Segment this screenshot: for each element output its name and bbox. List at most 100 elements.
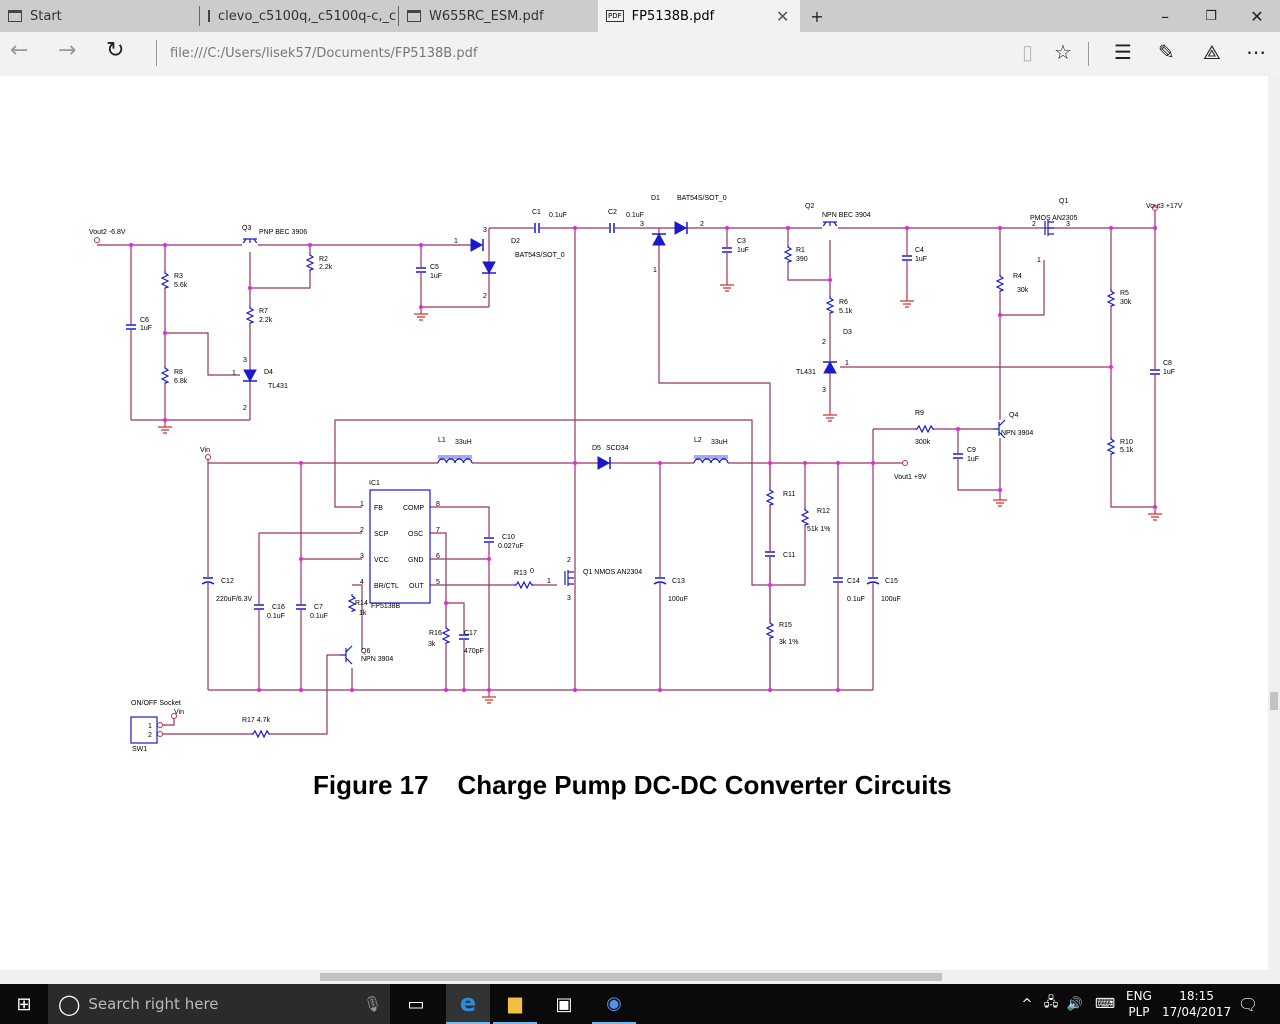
windows-start-icon[interactable]: ⊞ bbox=[16, 993, 32, 1015]
label: 100uF bbox=[668, 596, 688, 603]
label: D4 bbox=[264, 369, 273, 376]
capacitor-c17 bbox=[459, 634, 469, 640]
network-icon[interactable]: 🖧 bbox=[1043, 995, 1059, 1010]
resistor-r12 bbox=[800, 508, 810, 526]
symbol-stroke bbox=[514, 580, 533, 590]
pin-number: 3 bbox=[822, 387, 826, 394]
edge-icon[interactable]: e bbox=[446, 984, 490, 1024]
store-icon[interactable]: ▣ bbox=[555, 993, 573, 1015]
capacitor-c3 bbox=[722, 247, 732, 253]
vertical-scrollbar[interactable] bbox=[1268, 76, 1280, 984]
label: NPN 3904 bbox=[361, 656, 393, 663]
symbol-stroke bbox=[674, 221, 688, 235]
junction-dot bbox=[998, 313, 1002, 317]
page-icon bbox=[407, 10, 421, 22]
capacitor-c13 bbox=[653, 577, 667, 585]
junction-dot bbox=[444, 601, 448, 605]
symbol-stroke bbox=[866, 581, 880, 585]
chrome-icon[interactable]: ◉ bbox=[592, 984, 636, 1024]
label: D5 bbox=[592, 445, 601, 452]
resistor-r17 bbox=[251, 729, 270, 739]
label: 2.2k bbox=[319, 264, 333, 271]
junction-dot bbox=[163, 418, 167, 422]
symbol-stroke bbox=[821, 221, 839, 229]
wire bbox=[430, 506, 490, 690]
scroll-thumb[interactable] bbox=[320, 973, 942, 981]
tab-title: Start bbox=[30, 8, 62, 24]
resistor-r4 bbox=[995, 274, 1005, 292]
scroll-thumb[interactable] bbox=[1270, 692, 1278, 710]
capacitor-c1 bbox=[534, 223, 540, 233]
label: R11 bbox=[783, 491, 795, 498]
web-note-icon[interactable]: ✎ bbox=[1158, 40, 1175, 64]
forward-arrow-icon[interactable]: → bbox=[58, 38, 77, 63]
label: R15 bbox=[779, 622, 792, 629]
label: D1 bbox=[651, 195, 660, 202]
symbol-stroke bbox=[241, 238, 259, 246]
close-tab-icon[interactable]: ✕ bbox=[776, 6, 790, 26]
terminal-vout3 bbox=[1152, 205, 1158, 211]
junction-dot bbox=[803, 461, 807, 465]
junction-dot bbox=[444, 688, 448, 692]
label: R8 bbox=[174, 369, 183, 376]
url-field[interactable]: file:///C:/Users/lisek57/Documents/FP513… bbox=[170, 46, 478, 61]
ground-symbol bbox=[1148, 509, 1162, 521]
new-tab-button[interactable]: + bbox=[810, 6, 824, 26]
task-view-icon[interactable]: ▭ bbox=[407, 993, 425, 1015]
label: 1uF bbox=[737, 247, 749, 254]
pin-number: 2 bbox=[483, 293, 487, 300]
keyboard-icon[interactable]: ⌨ bbox=[1094, 996, 1116, 1012]
label: 0.1uF bbox=[549, 212, 567, 219]
symbol-stroke bbox=[438, 455, 472, 459]
symbol-stroke bbox=[160, 366, 170, 384]
label: 51k 1% bbox=[807, 526, 830, 533]
pin-number: 1 bbox=[148, 723, 152, 730]
tab-w655rc[interactable]: W655RC_ESM.pdf bbox=[399, 0, 597, 32]
action-center-icon[interactable]: 🗨 bbox=[1237, 994, 1259, 1014]
junction-dot bbox=[419, 305, 423, 309]
junction-dot bbox=[1109, 226, 1113, 230]
search-box[interactable]: ◯Search right here🎙 bbox=[48, 984, 390, 1024]
resistor-r1 bbox=[783, 245, 793, 263]
label: 0.027uF bbox=[498, 543, 524, 550]
restore-button[interactable]: ❐ bbox=[1205, 8, 1217, 24]
ground-symbol bbox=[993, 495, 1007, 507]
label: Vin bbox=[174, 709, 184, 716]
ic-body bbox=[369, 489, 431, 604]
tab-start[interactable]: Start bbox=[0, 0, 198, 32]
share-icon[interactable]: ⟁ bbox=[1203, 40, 1221, 64]
label: C16 bbox=[272, 604, 285, 611]
hub-icon[interactable]: ☰ bbox=[1114, 40, 1132, 64]
resistor-r6 bbox=[825, 296, 835, 314]
junction-dot bbox=[658, 688, 662, 692]
back-arrow-icon[interactable]: ← bbox=[10, 38, 29, 63]
capacitor-c15 bbox=[866, 577, 880, 585]
pin-number: 2 bbox=[822, 339, 826, 346]
ic-pin-label: SCP bbox=[374, 531, 389, 538]
transistor-q4 bbox=[993, 419, 1006, 439]
favorite-star-icon[interactable]: ☆ bbox=[1054, 40, 1072, 64]
show-hidden-icons[interactable]: ^ bbox=[1021, 996, 1033, 1012]
pin-number: 1 bbox=[547, 578, 551, 585]
microphone-icon[interactable]: 🎙 bbox=[363, 995, 383, 1013]
label: C2 bbox=[608, 209, 617, 216]
reading-view-icon[interactable]: ▯ bbox=[1022, 40, 1034, 64]
more-icon[interactable]: ⋯ bbox=[1246, 40, 1266, 64]
ic-pin-label: GND bbox=[408, 557, 424, 564]
tab-clevo[interactable]: clevo_c5100q,_c5100q-c,_c5 bbox=[200, 0, 396, 32]
symbol-stroke bbox=[993, 495, 1007, 507]
label: Vin bbox=[200, 447, 210, 454]
volume-icon[interactable]: 🔊 bbox=[1066, 996, 1084, 1012]
resistor-r2 bbox=[305, 253, 315, 271]
refresh-icon[interactable]: ↻ bbox=[106, 38, 125, 63]
file-explorer-icon[interactable]: ▆ bbox=[493, 984, 537, 1024]
horizontal-scrollbar[interactable] bbox=[0, 970, 1268, 984]
inductor-l2 bbox=[693, 455, 729, 464]
minimize-button[interactable]: – bbox=[1161, 6, 1169, 26]
close-window-button[interactable]: ✕ bbox=[1250, 6, 1264, 26]
capacitor-c2 bbox=[609, 223, 615, 233]
